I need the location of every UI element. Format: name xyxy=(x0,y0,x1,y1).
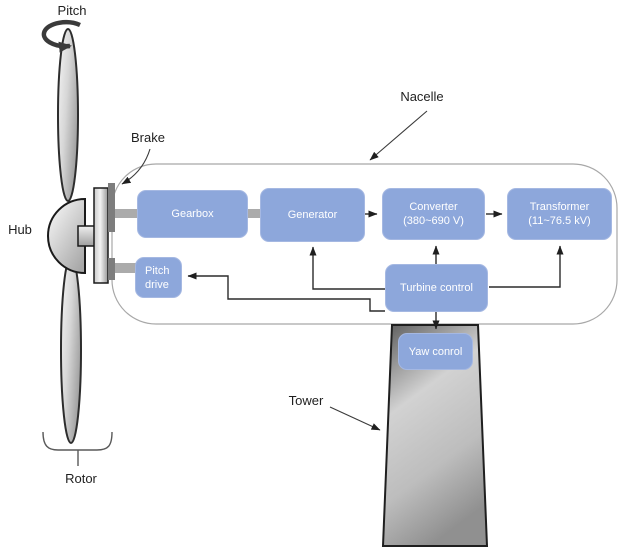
pitch-rotation-arrow xyxy=(41,19,81,53)
brake-disc xyxy=(93,187,109,284)
yaw-control-box: Yaw conrol xyxy=(398,333,473,370)
leader-nacelle xyxy=(369,110,428,161)
converter-voltage-label: (380~690 V) xyxy=(403,215,464,227)
tower-label: Tower xyxy=(288,393,324,408)
signal-lines xyxy=(187,210,564,330)
arrow-turbinecontrol-to-pitchdrive xyxy=(187,272,385,312)
tower-shape xyxy=(381,324,489,547)
rotor-label: Rotor xyxy=(65,471,97,486)
hub-shape xyxy=(47,197,86,275)
brake-caliper-top xyxy=(108,183,115,232)
coupling-gearbox-generator xyxy=(246,209,262,218)
arrow-turbinecontrol-to-transformer xyxy=(489,245,564,288)
pitch-drive-box: Pitch drive xyxy=(135,257,182,298)
arrow-turbinecontrol-to-generator xyxy=(309,246,385,290)
turbine-control-label: Turbine control xyxy=(400,282,473,294)
converter-box: Converter (380~690 V) xyxy=(382,188,485,240)
nacelle-label: Nacelle xyxy=(400,89,444,104)
coupling-disc-pitchdrive xyxy=(110,263,137,273)
generator-box: Generator xyxy=(260,188,365,242)
pitch-label: Pitch xyxy=(57,3,87,18)
transformer-label: Transformer xyxy=(529,201,590,213)
blade-top xyxy=(57,28,79,202)
generator-label: Generator xyxy=(287,209,338,221)
brake-caliper-bottom xyxy=(108,258,115,280)
leader-tower xyxy=(329,406,381,431)
blade-bottom xyxy=(60,256,82,444)
hub-label: Hub xyxy=(8,222,32,237)
transformer-voltage-label: (11~76.5 kV) xyxy=(528,215,591,227)
turbine-control-box: Turbine control xyxy=(385,264,488,312)
transformer-box: Transformer (11~76.5 kV) xyxy=(507,188,612,240)
brake-label: Brake xyxy=(131,130,165,145)
leader-brake xyxy=(121,148,151,185)
converter-label: Converter xyxy=(409,201,458,213)
gearbox-box: Gearbox xyxy=(137,190,248,238)
rotor-brace xyxy=(42,431,113,466)
main-shaft xyxy=(77,225,96,247)
pitch-drive-label: Pitch drive xyxy=(145,264,170,291)
yaw-control-label: Yaw conrol xyxy=(408,345,463,358)
gearbox-label: Gearbox xyxy=(171,208,214,220)
leader-lines xyxy=(121,110,428,431)
coupling-disc-gearbox xyxy=(106,209,140,218)
